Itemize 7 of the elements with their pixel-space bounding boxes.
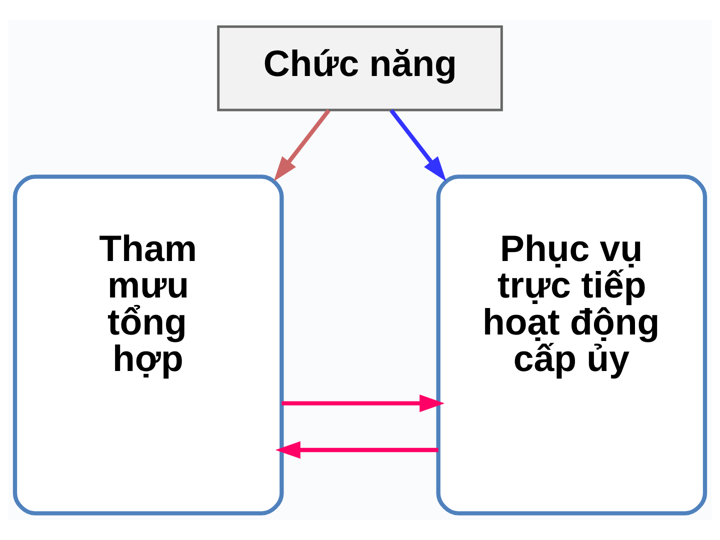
- node-box: Tham mưu tổng hợp: [12, 174, 284, 516]
- arrow: [274, 109, 330, 182]
- node-box: Phục vụ trực tiếp hoạt động cấp ủy: [436, 174, 708, 516]
- node-box: Chức năng: [217, 25, 503, 112]
- arrow: [282, 394, 445, 412]
- arrow: [275, 441, 438, 459]
- arrow: [390, 109, 446, 182]
